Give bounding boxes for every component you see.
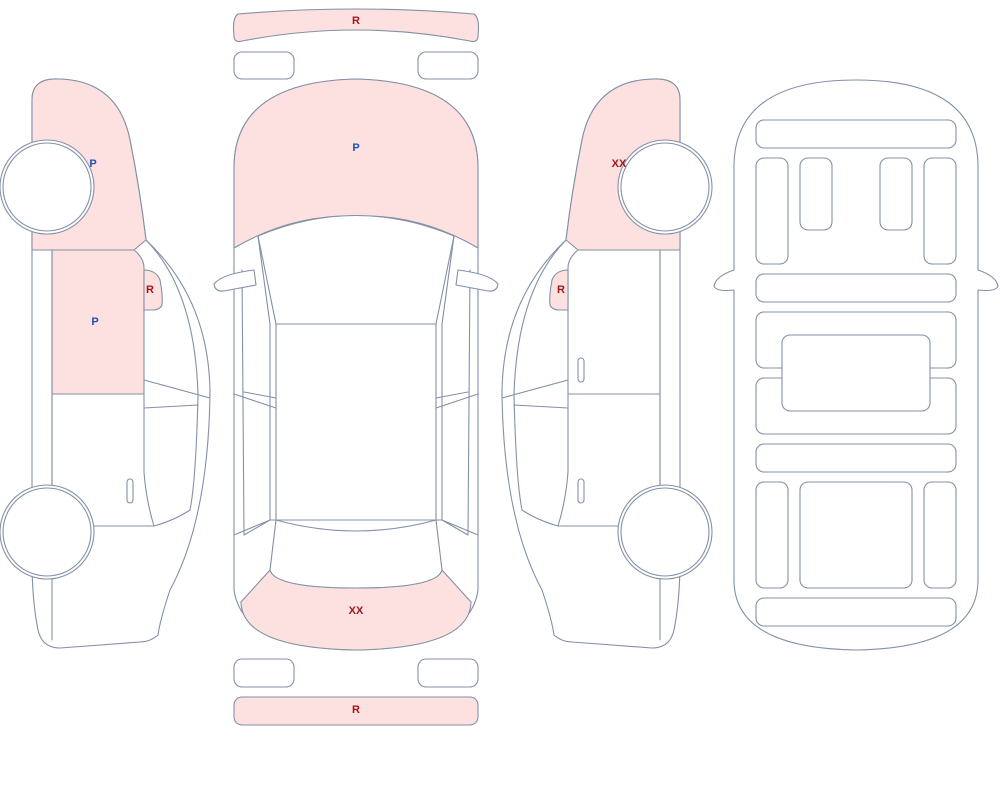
underbody-panel-crossmember-2[interactable] xyxy=(755,443,957,473)
trunk-code: XX xyxy=(349,605,364,617)
right-side-window-line xyxy=(513,239,567,527)
underbody-view xyxy=(713,79,999,651)
left-front-wheel[interactable] xyxy=(2,142,92,232)
underbody-panel-left-rail[interactable] xyxy=(755,157,789,265)
left-side-view: P P R xyxy=(0,78,211,649)
left-mirror-top[interactable] xyxy=(213,269,257,292)
underbody-panel-rear-right[interactable] xyxy=(923,481,957,589)
left-mirror-code: R xyxy=(146,284,154,296)
right-headlight[interactable] xyxy=(417,51,479,80)
underbody-panel-rear-left[interactable] xyxy=(755,481,789,589)
top-view: R P XX R xyxy=(213,8,499,726)
left-a-pillar-line xyxy=(257,235,277,521)
underbody-panel-center[interactable] xyxy=(781,334,931,412)
roof[interactable] xyxy=(275,323,437,521)
windshield[interactable] xyxy=(257,215,455,325)
left-b-pillar xyxy=(233,391,277,409)
underbody-panel-right-rail[interactable] xyxy=(923,157,957,265)
front-bumper-code: R xyxy=(352,15,360,27)
right-sill-line xyxy=(441,519,479,536)
right-taillight[interactable] xyxy=(417,658,479,688)
underbody-panel-front[interactable] xyxy=(755,119,957,149)
right-mirror-code: R xyxy=(557,284,565,296)
rear-bumper-code: R xyxy=(352,704,360,716)
right-mirror-side[interactable] xyxy=(549,269,569,311)
right-a-pillar-line xyxy=(435,235,455,521)
right-mirror-top[interactable] xyxy=(455,269,499,292)
right-front-fender-code: XX xyxy=(612,158,627,170)
rear-window[interactable] xyxy=(269,519,443,589)
underbody-panel-rear-center[interactable] xyxy=(799,481,913,589)
left-mirror-side[interactable] xyxy=(143,269,163,311)
left-rear-wheel[interactable] xyxy=(2,487,92,577)
underbody-panel-crossmember-1[interactable] xyxy=(755,273,957,303)
rear-bumper[interactable] xyxy=(233,696,479,726)
left-side-outline xyxy=(241,269,271,536)
left-headlight[interactable] xyxy=(233,51,295,80)
underbody-panel-rear[interactable] xyxy=(755,597,957,627)
underbody-panel-left-inner[interactable] xyxy=(799,157,833,231)
left-front-door[interactable] xyxy=(51,249,145,395)
left-rear-door-handle[interactable] xyxy=(126,478,134,504)
hood-code: P xyxy=(352,142,359,154)
left-side-window-line xyxy=(145,239,199,527)
left-front-fender-code: P xyxy=(89,158,96,170)
left-sill-line xyxy=(233,519,271,536)
underbody-panel-right-inner[interactable] xyxy=(879,157,913,231)
right-rear-door-handle[interactable] xyxy=(577,478,585,504)
right-side-outline xyxy=(441,269,471,536)
front-bumper[interactable] xyxy=(232,8,480,42)
right-side-view: XX R xyxy=(501,78,713,649)
right-b-pillar xyxy=(435,391,479,409)
right-front-door-handle[interactable] xyxy=(577,357,585,383)
left-front-door-code: P xyxy=(91,316,98,328)
left-pillar-line xyxy=(143,379,211,409)
right-front-wheel[interactable] xyxy=(620,142,710,232)
right-pillar-line xyxy=(501,379,569,409)
left-taillight[interactable] xyxy=(233,658,295,688)
right-rear-wheel[interactable] xyxy=(620,487,710,577)
right-front-door[interactable] xyxy=(567,249,661,395)
